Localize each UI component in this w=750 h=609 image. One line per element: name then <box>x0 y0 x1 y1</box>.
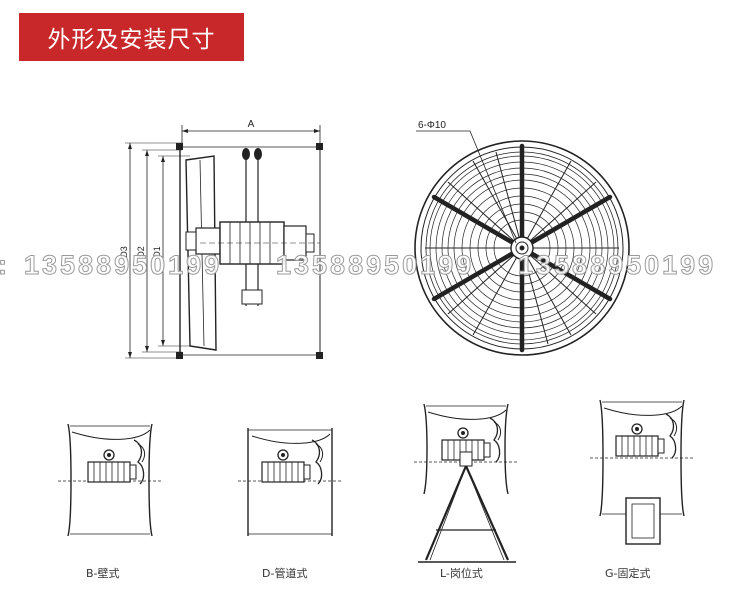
dim-d1-label: D1 <box>152 246 162 258</box>
hole-spec-label: 6-Φ10 <box>418 120 446 131</box>
watermark-phone-2: 13588950199 <box>275 250 475 281</box>
front-view-drawing: 6-Φ10 <box>414 120 630 356</box>
dim-a-label: A <box>248 119 255 130</box>
install-pedestal-drawing <box>414 403 518 563</box>
caption-duct: D-管道式 <box>262 567 308 580</box>
section-title: 外形及安装尺寸 <box>19 13 244 61</box>
install-wall-drawing <box>58 423 162 537</box>
watermark-phone-1: 13588950199 <box>23 250 223 281</box>
dim-d3-label: D3 <box>119 246 129 258</box>
install-fixed-drawing <box>590 399 694 545</box>
watermark-phone-3: 13588950199 <box>517 250 717 281</box>
caption-fixed: G-固定式 <box>605 567 651 580</box>
side-view-drawing: A D3 D2 D1 <box>119 119 323 359</box>
watermark-leading: : <box>0 250 10 281</box>
caption-wall: B-壁式 <box>86 567 120 580</box>
install-duct-drawing <box>238 428 342 536</box>
caption-pedestal: L-岗位式 <box>440 567 483 580</box>
dim-d2-label: D2 <box>136 246 146 258</box>
phone-watermark: : 13588950199 13588950199 13588950199 <box>0 250 750 286</box>
